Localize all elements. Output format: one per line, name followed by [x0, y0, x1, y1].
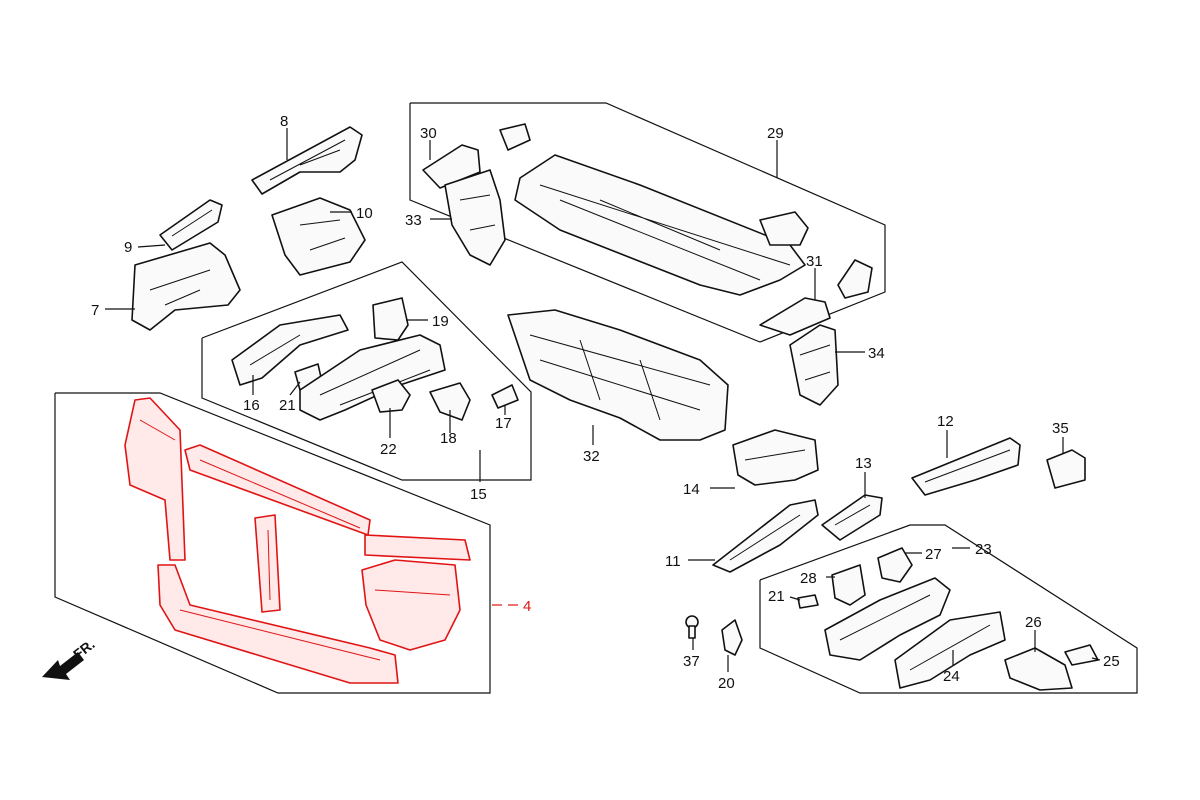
callout-10: 10: [356, 205, 373, 222]
part-8-rail: [251, 126, 363, 195]
callout-4: 4: [523, 598, 531, 615]
callout-32: 32: [583, 448, 600, 465]
callout-24: 24: [943, 668, 960, 685]
part-27-bracket: [877, 547, 913, 583]
callout-7: 7: [91, 302, 99, 319]
callout-9: 9: [124, 239, 132, 256]
part-7-wheelhouse: [131, 242, 241, 331]
callout-31: 31: [806, 253, 823, 270]
callout-15: 15: [470, 486, 487, 503]
group-frame-23: [759, 524, 1138, 694]
callout-labels: 8 9 10 7 30 29 33 31 34 19 16 21 22 18 1…: [91, 113, 1120, 692]
group-frame-15: [201, 261, 532, 481]
callout-27: 27: [925, 546, 942, 563]
callout-35: 35: [1052, 420, 1069, 437]
part-19-bracket: [372, 297, 409, 341]
callout-29: 29: [767, 125, 784, 142]
part-18-bracket: [429, 382, 471, 421]
callout-13: 13: [855, 455, 872, 472]
front-direction-arrow-icon: [42, 652, 84, 680]
part-23-wheelhouse: [824, 577, 951, 661]
group-frame-29: [409, 102, 886, 343]
part-20-grommet: [721, 619, 743, 656]
callout-25: 25: [1103, 653, 1120, 670]
part-29-bracket: [759, 211, 809, 246]
callout-21-lower: 21: [768, 588, 785, 605]
part-29-cowl-panel: [514, 154, 806, 296]
callout-11: 11: [665, 553, 681, 570]
part-11-member: [712, 499, 819, 573]
callout-26: 26: [1025, 614, 1042, 631]
callout-18: 18: [440, 430, 457, 447]
callout-30: 30: [420, 125, 437, 142]
callout-33: 33: [405, 212, 422, 229]
part-37-bolt: [685, 615, 699, 639]
callout-23: 23: [975, 541, 992, 558]
part-21-clip: [797, 594, 819, 609]
part-16-rail: [231, 314, 349, 386]
callout-8: 8: [280, 113, 288, 130]
part-32-dashboard-lower: [507, 309, 729, 441]
callout-21-upper: 21: [279, 397, 296, 414]
callout-37: 37: [683, 653, 700, 670]
callout-14: 14: [683, 481, 700, 498]
callout-leaders: [105, 128, 1101, 672]
part-22-bracket: [371, 379, 411, 413]
callout-20: 20: [718, 675, 735, 692]
part-10-mount: [271, 197, 366, 276]
part-12-rail: [911, 437, 1021, 496]
part-15-member: [299, 334, 446, 421]
part-35-bracket: [1046, 449, 1086, 489]
part-26-panel: [1004, 647, 1073, 691]
part-9-bracket: [159, 199, 223, 251]
callout-16: 16: [243, 397, 260, 414]
callout-22: 22: [380, 441, 397, 458]
part-34-pillar: [789, 324, 839, 406]
part-13-bracket: [821, 494, 883, 541]
callout-17: 17: [495, 415, 512, 432]
part-17-clip: [491, 384, 519, 409]
callout-19: 19: [432, 313, 449, 330]
part-31-bracket: [759, 297, 831, 336]
part-33-pillar: [444, 169, 506, 266]
part-31-clip: [837, 259, 873, 299]
callout-34: 34: [868, 345, 885, 362]
callout-28: 28: [800, 570, 817, 587]
part-14-support: [732, 429, 819, 486]
part-4-front-bulkhead: [124, 397, 471, 684]
callout-12: 12: [937, 413, 954, 430]
part-clip-top: [499, 123, 531, 151]
part-28-bracket: [831, 564, 866, 606]
part-24-wheelhouse: [894, 611, 1006, 689]
part-25-clip: [1064, 644, 1099, 666]
group-frame-4: [54, 392, 491, 694]
